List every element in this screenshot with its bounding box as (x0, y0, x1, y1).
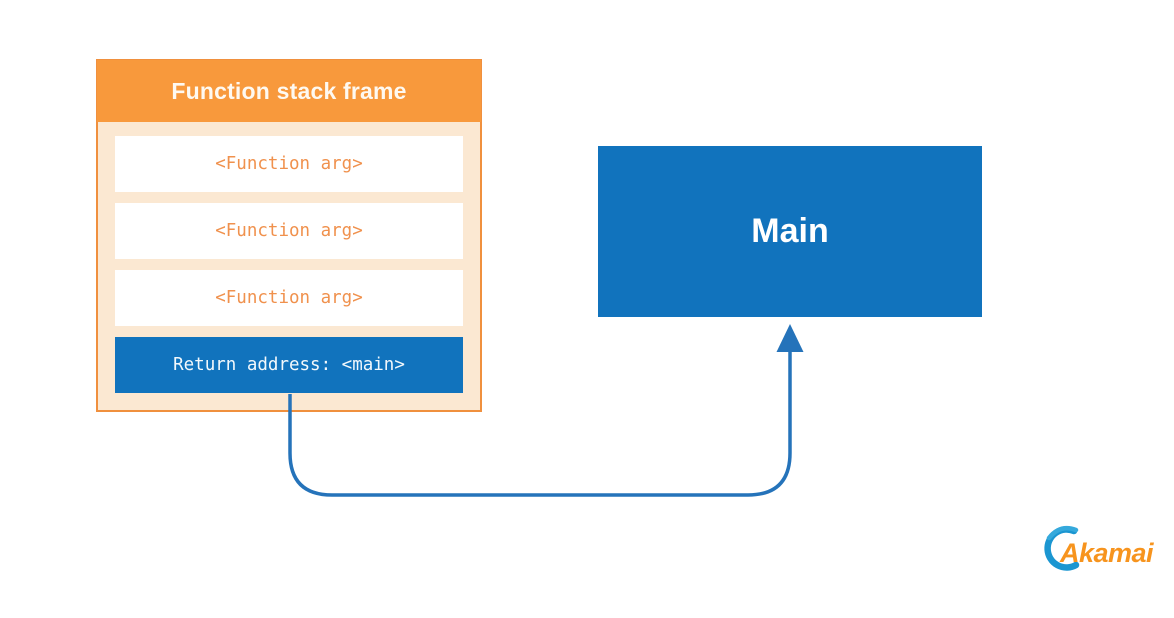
function-arg-label: <Function arg> (215, 221, 363, 241)
stack-frame-body: <Function arg> <Function arg> <Function … (98, 122, 480, 393)
function-arg-row-1: <Function arg> (115, 136, 463, 192)
akamai-swoosh-icon (1044, 526, 1080, 571)
main-box: Main (598, 146, 982, 317)
function-stack-frame: Function stack frame <Function arg> <Fun… (96, 59, 482, 412)
main-box-label: Main (751, 212, 829, 250)
akamai-logo-text: Akamai (1059, 538, 1154, 568)
return-arrowhead-icon (776, 324, 804, 352)
function-arg-row-2: <Function arg> (115, 203, 463, 259)
return-address-label: Return address: <main> (173, 355, 405, 375)
function-arg-row-3: <Function arg> (115, 270, 463, 326)
stack-frame-title: Function stack frame (171, 77, 407, 104)
stack-frame-header: Function stack frame (97, 60, 481, 122)
function-arg-label: <Function arg> (215, 288, 363, 308)
function-arg-label: <Function arg> (215, 154, 363, 174)
akamai-logo: Akamai (1044, 526, 1155, 571)
return-address-row: Return address: <main> (115, 337, 463, 393)
